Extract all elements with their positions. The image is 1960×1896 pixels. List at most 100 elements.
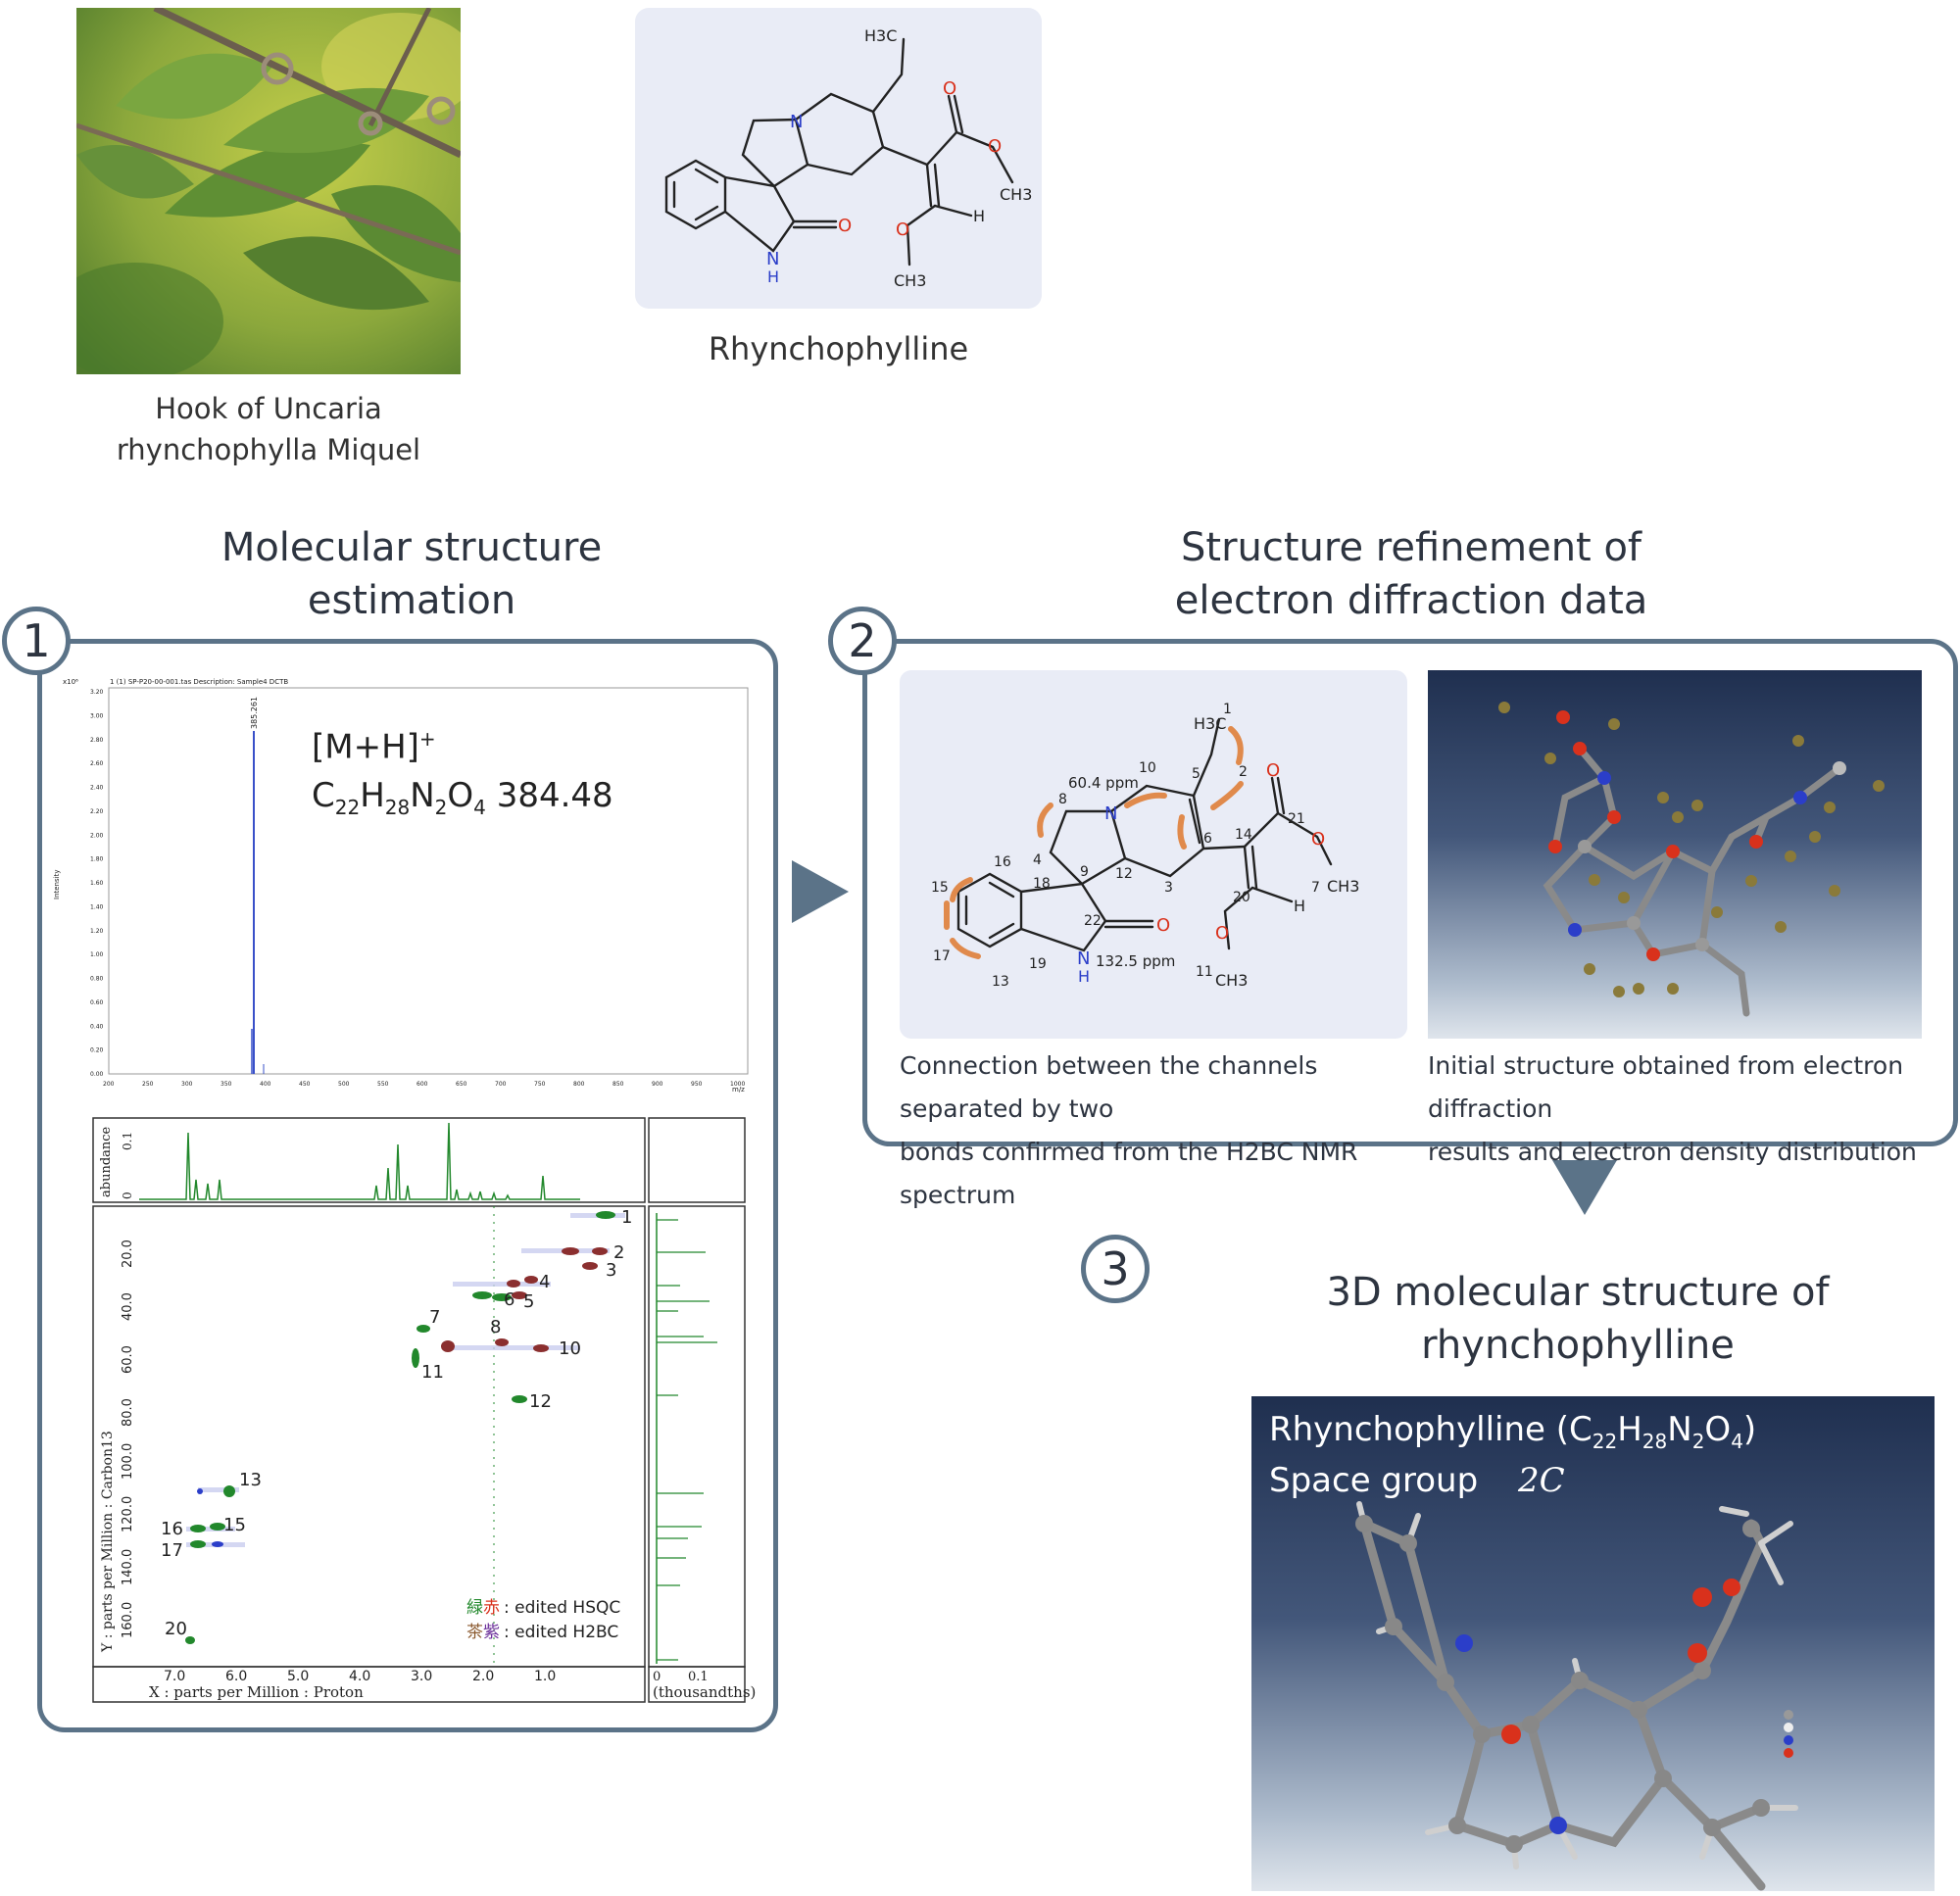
mol-nh-n: N <box>766 249 779 269</box>
nmr-xtick-3: 4.0 <box>349 1669 370 1684</box>
nmr-top-tick-1: 0 <box>121 1191 134 1199</box>
step1-title-line1: Molecular structure <box>220 525 603 570</box>
ms-xtick-1: 250 <box>142 1081 154 1088</box>
nmr-legend-hsqc: 緑赤: edited HSQC <box>466 1598 620 1618</box>
ms-xlabel: m/z <box>732 1086 745 1094</box>
ms-xtick-5: 450 <box>299 1081 311 1088</box>
top-molecule-panel: H3C N O N H O O CH3 H O CH3 <box>635 8 1042 309</box>
atom-15: 15 <box>931 880 949 896</box>
nmr-side-tick-0: 0 <box>653 1670 661 1684</box>
ms-ytick-13: 0.60 <box>90 999 104 1006</box>
nmr-ytick-4: 100.0 <box>121 1443 135 1480</box>
step2-left-caption: Connection between the channels separate… <box>900 1045 1409 1217</box>
h2bc-ppm-bottom: 132.5 ppm <box>1096 952 1175 970</box>
nmr-xtick-4: 3.0 <box>411 1669 432 1684</box>
nmr-peak-3: 3 <box>606 1260 616 1281</box>
atom-20: 20 <box>1233 890 1250 905</box>
ms-ytick-9: 1.40 <box>90 903 104 910</box>
mol-o-ester: O <box>988 136 1002 157</box>
ms-ytick-12: 0.80 <box>90 976 104 983</box>
step2-left-caption-line1: Connection between the channels separate… <box>900 1051 1318 1123</box>
ms-formula-label: C22H28N2O4 384.48 <box>312 776 613 819</box>
nmr-peak-16: 16 <box>161 1519 183 1539</box>
h2bc-o-ether: O <box>1215 923 1229 944</box>
mol-h-vinyl: H <box>973 207 985 225</box>
atom-6: 6 <box>1203 831 1212 847</box>
molecule-3d-panel: Rhynchophylline (C22H28N2O4) Space group… <box>1251 1396 1935 1891</box>
step3-space-group: Space group 2C <box>1269 1461 1565 1500</box>
mol-ch3-ether: CH3 <box>894 271 926 290</box>
ms-ytick-0: 3.20 <box>90 689 104 696</box>
step2-title-line1: Structure refinement of <box>1181 525 1642 570</box>
nmr-peak-20: 20 <box>165 1619 187 1639</box>
nmr-xtick-6: 1.0 <box>534 1669 556 1684</box>
ms-ytick-15: 0.20 <box>90 1047 104 1054</box>
atom-9: 9 <box>1080 864 1089 880</box>
ms-ytick-2: 2.80 <box>90 737 104 744</box>
mol-n: N <box>790 112 803 132</box>
ms-xtick-0: 200 <box>103 1081 115 1088</box>
h2bc-ch3-11: CH3 <box>1215 971 1248 990</box>
atom-3: 3 <box>1164 880 1173 896</box>
ms-ytick-1: 3.00 <box>90 712 104 719</box>
nmr-top-tick-0: 0.1 <box>121 1132 134 1150</box>
nmr-peak-13: 13 <box>239 1470 262 1490</box>
nmr-xlabel: X : parts per Million : Proton <box>149 1683 364 1701</box>
step2-badge: 2 <box>828 607 897 675</box>
h2bc-ch3-7: CH3 <box>1327 877 1359 896</box>
step1-title-line2: estimation <box>307 578 516 623</box>
arrow-right-icon <box>792 860 849 923</box>
h2bc-ppm-top: 60.4 ppm <box>1068 774 1139 792</box>
nmr-cross-peaks <box>185 1211 625 1644</box>
ms-ylabel: Intensity <box>53 870 61 899</box>
atom-1: 1 <box>1223 702 1232 717</box>
mass-spectrum: x10⁶ 1 (1) SP-P20-00-001.tas Description… <box>51 674 764 1099</box>
ms-ytick-5: 2.20 <box>90 808 104 815</box>
nmr-peak-12: 12 <box>529 1391 552 1412</box>
h2bc-o22: O <box>1156 915 1170 936</box>
step2-right-caption-line1: Initial structure obtained from electron… <box>1428 1051 1904 1123</box>
ms-xtick-12: 800 <box>573 1081 585 1088</box>
ms-ytick-6: 2.00 <box>90 832 104 839</box>
nmr-top-ylabel: abundance <box>99 1126 114 1197</box>
ms-xtick-10: 700 <box>495 1081 507 1088</box>
h2bc-molecule-panel: H3C N O O CH3 O N H O CH3 H 60.4 ppm 132… <box>900 670 1407 1039</box>
nmr-side-xlabel: (thousandths) <box>653 1683 756 1701</box>
nmr-peak-5: 5 <box>523 1291 534 1312</box>
top-molecule-name: Rhynchophylline <box>708 330 969 367</box>
nmr-peak-1: 1 <box>621 1207 632 1228</box>
atom-2: 2 <box>1239 764 1248 780</box>
nmr-peak-2: 2 <box>613 1242 624 1263</box>
step2-title-line2: electron diffraction data <box>1174 578 1648 623</box>
h2bc-h3c: H3C <box>1194 714 1226 733</box>
nmr-peak-6: 6 <box>504 1289 514 1310</box>
atom-17: 17 <box>933 948 951 964</box>
ms-ytick-7: 1.80 <box>90 856 104 863</box>
ms-xtick-13: 850 <box>612 1081 624 1088</box>
step2-title: Structure refinement of electron diffrac… <box>1117 521 1705 627</box>
nmr-ytick-2: 60.0 <box>121 1345 135 1374</box>
step3-title: 3D molecular structure of rhynchophyllin… <box>1264 1266 1891 1372</box>
atom-14: 14 <box>1235 827 1252 843</box>
atom-16: 16 <box>994 854 1011 870</box>
step2-right-caption: Initial structure obtained from electron… <box>1428 1045 1937 1174</box>
ms-header: 1 (1) SP-P20-00-001.tas Description: Sam… <box>110 678 288 686</box>
nmr-ytick-0: 20.0 <box>121 1240 135 1268</box>
ms-xtick-2: 300 <box>181 1081 193 1088</box>
h2bc-n: N <box>1104 803 1117 824</box>
ms-xtick-14: 900 <box>652 1081 663 1088</box>
mol-o-ether: O <box>896 219 909 240</box>
nmr-legend-h2bc: 茶紫: edited H2BC <box>466 1623 618 1642</box>
nmr-side-tick-1: 0.1 <box>688 1670 709 1684</box>
step1-title: Molecular structure estimation <box>167 521 657 627</box>
step1-frame <box>37 639 778 1732</box>
top-molecule-structure: H3C N O N H O O CH3 H O CH3 <box>664 26 1032 290</box>
nmr-ylabel: Y : parts per Million : Carbon13 <box>100 1431 116 1653</box>
mol-o-carbonyl: O <box>943 78 956 99</box>
uncaria-photo <box>76 8 461 374</box>
ms-ytick-16: 0.00 <box>90 1071 104 1078</box>
ms-ion-label: [M+H]+ <box>312 727 436 767</box>
ms-ytick-14: 0.40 <box>90 1023 104 1030</box>
nmr-peak-10: 10 <box>559 1338 581 1359</box>
